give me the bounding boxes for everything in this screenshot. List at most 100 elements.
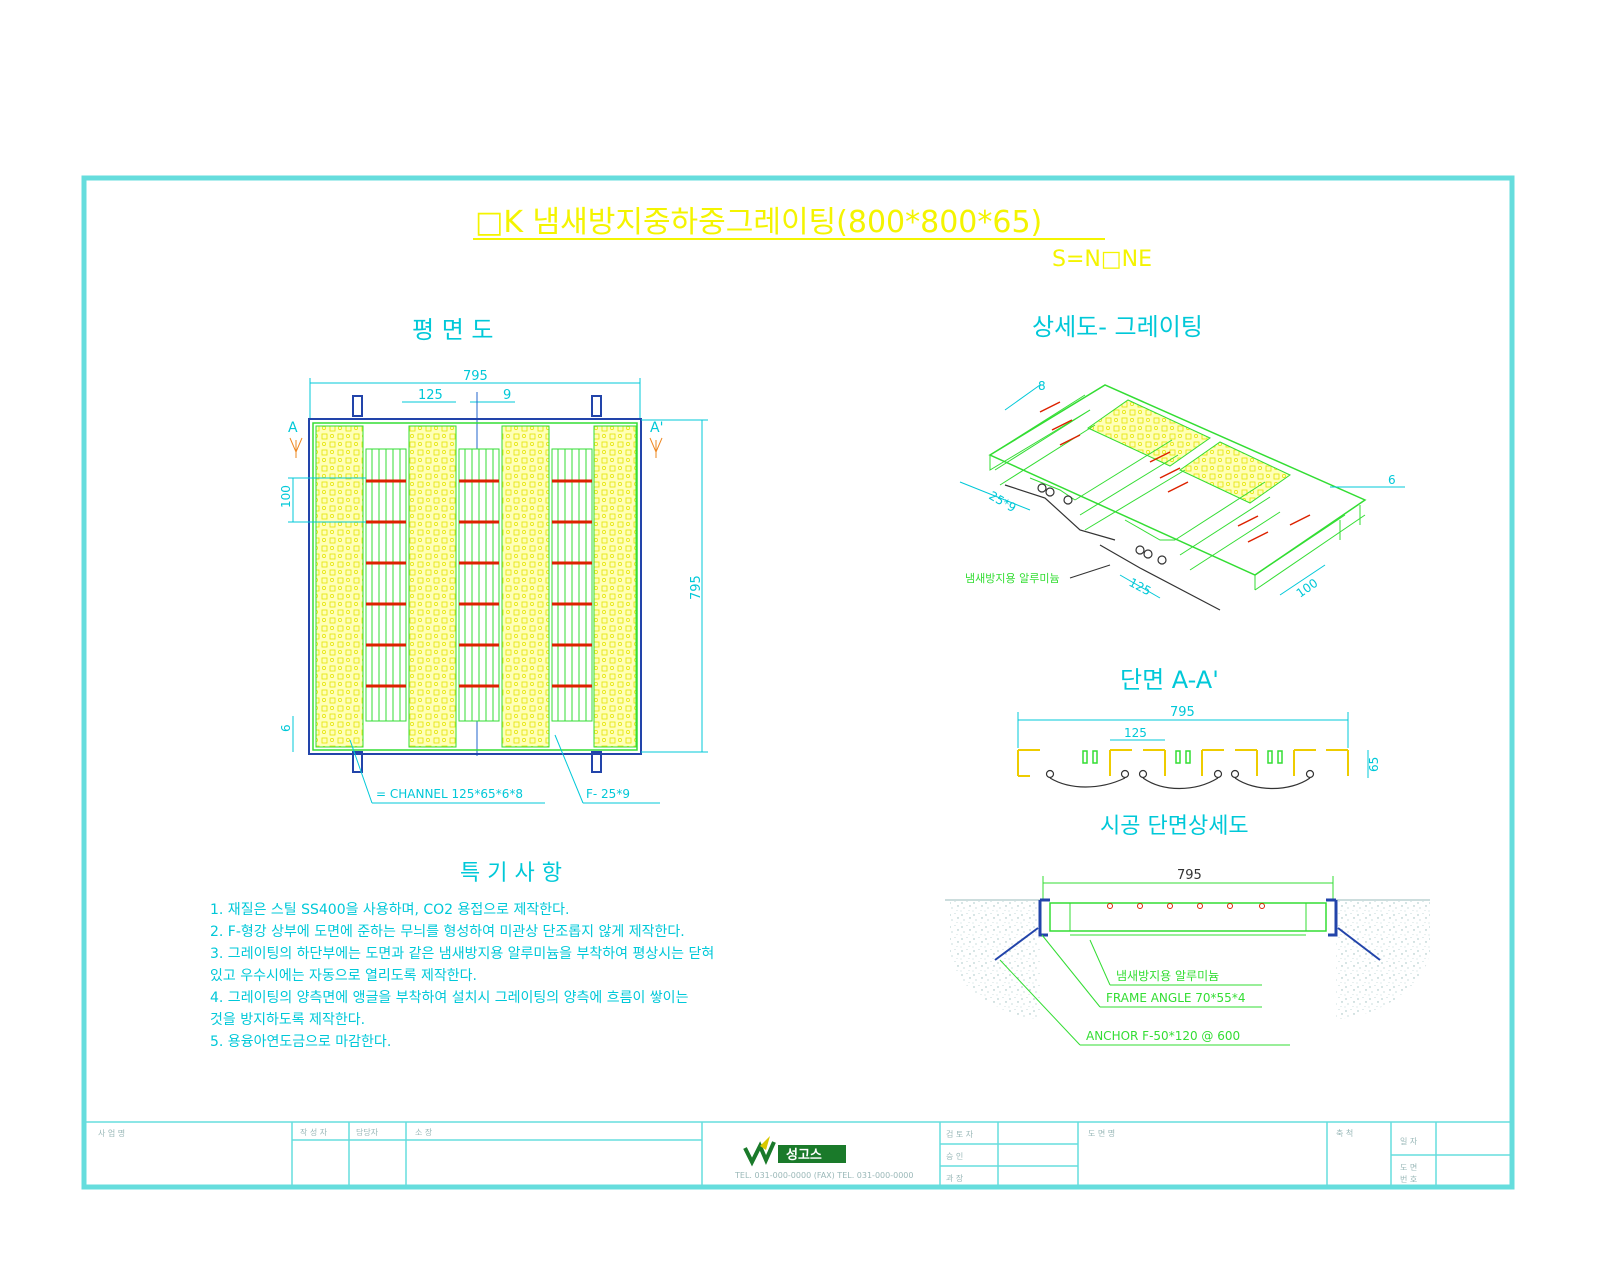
tb-project: 사 업 명 xyxy=(98,1128,125,1138)
iso-bars xyxy=(989,394,1366,591)
install-frame-angle xyxy=(1326,898,1338,937)
install-leader xyxy=(1041,934,1101,1008)
iso-heading: 상세도- 그레이팅 xyxy=(1032,313,1203,341)
section-dim-width: 795 xyxy=(1170,705,1195,720)
note-line: 5. 용융아연도금으로 마감한다. xyxy=(210,1034,391,1050)
iso-dim-100: 100 xyxy=(1294,576,1321,601)
tb-scale: 축 척 xyxy=(1336,1129,1353,1138)
tb-approval: 승 인 xyxy=(946,1151,963,1161)
anchor-tab xyxy=(591,395,602,417)
iso-outline xyxy=(988,384,1367,576)
note-line: 1. 재질은 스틸 SS400을 사용하며, CO2 용접으로 제작한다. xyxy=(210,902,569,918)
tb-date: 일 자 xyxy=(1400,1137,1418,1146)
iso-view: 상세도- 그레이팅 8 xyxy=(959,313,1405,611)
tb-manager: 담당자 xyxy=(356,1127,379,1137)
company-logo: 성고스 TEL. 031-000-0000 (FAX) TEL. 031-000… xyxy=(734,1136,913,1180)
plan-dim-width: 795 xyxy=(463,369,488,384)
section-mark-a: A xyxy=(288,420,298,436)
plan-pattern-strip xyxy=(501,425,550,748)
install-label-anchor: ANCHOR F-50*120 @ 600 xyxy=(1086,1029,1240,1043)
plan-view: 평 면 도 795 125 9 A A' xyxy=(279,316,708,804)
plan-outer-frame xyxy=(308,418,642,755)
drawing-scale: S=N□NE xyxy=(1052,247,1152,272)
install-view: 시공 단면상세도 795 냄새방지용 알루미늄 FRAME ANGLE 70*5… xyxy=(945,814,1430,1046)
logo-leaf-icon xyxy=(760,1136,770,1150)
notes: 특 기 사 항 1. 재질은 스틸 SS400을 사용하며, CO2 용접으로 … xyxy=(210,861,714,1050)
install-rods xyxy=(1107,903,1265,909)
note-line: 것을 방지하도록 제작한다. xyxy=(210,1012,365,1028)
iso-dim xyxy=(1279,564,1326,596)
iso-dim xyxy=(1004,384,1041,411)
section-dim-height: 65 xyxy=(1367,757,1381,772)
section-view: 단면 A-A' 795 125 65 xyxy=(1017,666,1381,790)
install-anchor xyxy=(994,927,1039,961)
plan-inner-frame xyxy=(312,422,638,751)
iso-dim-8: 8 xyxy=(1038,379,1046,393)
plan-dim-bar: 9 xyxy=(503,388,511,403)
iso-label-plate: 냄새방지용 알루미늄 xyxy=(965,571,1060,585)
section-profile xyxy=(1017,749,1349,777)
plan-bar-bay xyxy=(365,448,407,722)
section-dim-bay: 125 xyxy=(1124,726,1147,740)
install-anchor xyxy=(1337,927,1381,961)
plan-dim-spacing: 100 xyxy=(279,485,293,508)
plan-pattern-strip xyxy=(408,425,457,748)
tb-drawing-name: 도 면 명 xyxy=(1088,1128,1115,1138)
notes-heading: 특 기 사 항 xyxy=(460,861,562,886)
logo-wordmark: 성고스 xyxy=(786,1148,822,1163)
callout-flat-bar: F- 25*9 xyxy=(586,787,630,801)
sheet-border xyxy=(81,175,1515,1190)
anchor-tab xyxy=(352,395,363,417)
iso-dim-bar: 25*9 xyxy=(987,488,1019,515)
plan-dim-bottom: 6 xyxy=(279,724,293,732)
section-flaps xyxy=(1045,769,1315,790)
callout-channel: = CHANNEL 125*65*6*8 xyxy=(376,787,523,801)
plan-bar-bay xyxy=(551,448,593,722)
install-label-frame: FRAME ANGLE 70*55*4 xyxy=(1106,991,1245,1005)
callout-leader xyxy=(349,739,373,804)
drawing-title: □K 냄새방지중하중그레이팅(800*800*65) xyxy=(475,205,1042,240)
iso-pattern-strip xyxy=(1087,399,1211,467)
tb-chief: 과 장 xyxy=(946,1173,964,1183)
logo-wordmark-bg xyxy=(778,1145,846,1163)
tb-director: 소 장 xyxy=(415,1127,433,1137)
tb-author: 작 성 자 xyxy=(300,1127,328,1137)
tb-reviewer: 검 토 자 xyxy=(946,1129,974,1139)
iso-dim xyxy=(1119,574,1161,599)
logo-mark-icon xyxy=(743,1141,776,1167)
plan-pattern-strip xyxy=(315,425,364,748)
install-label-plate: 냄새방지용 알루미늄 xyxy=(1116,969,1219,983)
plan-pattern-strip xyxy=(593,425,637,748)
anchor-tab xyxy=(591,751,602,773)
plan-dim-bay: 125 xyxy=(418,388,443,403)
title-block xyxy=(84,1121,1512,1187)
iso-red-rods xyxy=(1039,401,1311,543)
note-line: 있고 우수시에는 자동으로 열리도록 제작한다. xyxy=(210,968,477,984)
company-contact: TEL. 031-000-0000 (FAX) TEL. 031-000-000… xyxy=(734,1171,913,1180)
install-frame-angle xyxy=(1038,898,1050,937)
tb-number: 번 호 xyxy=(1400,1175,1417,1184)
install-ground-right xyxy=(1336,900,1430,1020)
iso-dim xyxy=(959,481,1031,511)
plan-dim-height: 795 xyxy=(689,575,704,600)
iso-hinges xyxy=(1004,483,1221,611)
plan-cross-bars xyxy=(366,479,592,688)
section-bars xyxy=(1082,750,1283,764)
iso-dim-6: 6 xyxy=(1388,473,1396,487)
plan-heading: 평 면 도 xyxy=(412,316,494,344)
tb-sheet: 도 면 xyxy=(1400,1162,1417,1172)
callout-leader xyxy=(554,734,584,804)
note-line: 4. 그레이팅의 양측면에 앵글을 부착하여 설치시 그레이팅의 양측에 흐름이… xyxy=(210,990,689,1006)
iso-label-leader xyxy=(1069,564,1111,579)
note-line: 2. F-형강 상부에 도면에 준하는 무늬를 형성하여 미관상 단조롭지 않게… xyxy=(210,924,685,940)
install-leader xyxy=(1089,939,1111,986)
install-grating xyxy=(1049,902,1327,932)
install-dim-width: 795 xyxy=(1177,868,1202,883)
install-heading: 시공 단면상세도 xyxy=(1100,814,1249,839)
section-mark-a-prime: A' xyxy=(650,420,663,436)
section-heading: 단면 A-A' xyxy=(1120,666,1219,694)
note-line: 3. 그레이팅의 하단부에는 도면과 같은 냄새방지용 알루미늄을 부착하여 평… xyxy=(210,946,714,962)
iso-pattern-strip xyxy=(1179,441,1291,504)
iso-dim-125: 125 xyxy=(1127,575,1154,598)
